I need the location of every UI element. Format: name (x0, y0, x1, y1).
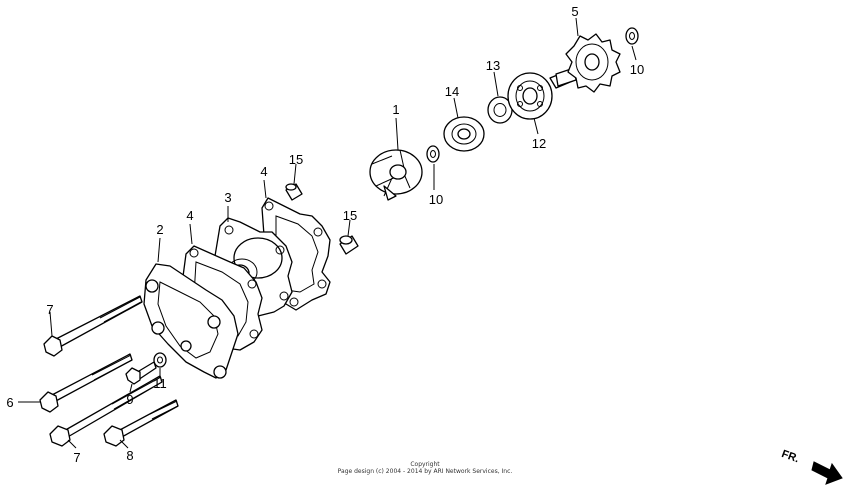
bearing-12 (507, 72, 553, 120)
callout-7-upper: 7 (46, 302, 53, 317)
dowel-pin-lower-15 (339, 235, 359, 255)
washer-11 (153, 352, 167, 368)
bolt-lower-7 (49, 375, 163, 447)
bearing-14 (443, 116, 485, 152)
callout-11: 11 (153, 376, 167, 391)
callout-labels: 1 2 3 4 4 5 6 7 7 8 9 10 10 11 12 13 14 … (6, 4, 644, 465)
bolt-9 (125, 361, 157, 385)
page-design-credit: Page design (c) 2004 - 2014 by ARI Netwo… (337, 468, 513, 475)
callout-8: 8 (126, 448, 133, 463)
callout-10-front: 10 (429, 192, 443, 207)
callout-7-lower: 7 (73, 450, 80, 465)
callout-12: 12 (532, 136, 546, 151)
seal-washer-10-rear (625, 27, 639, 45)
bolt-upper-7 (43, 295, 143, 357)
callout-15-lower: 15 (343, 208, 357, 223)
callout-4-rear: 4 (260, 164, 267, 179)
copyright-line: Copyright (410, 461, 440, 468)
leader-lines (18, 17, 637, 449)
pump-shaft-gear (549, 33, 621, 93)
callout-4-front: 4 (186, 208, 193, 223)
callout-3: 3 (224, 190, 231, 205)
callout-15-upper: 15 (289, 152, 303, 167)
callout-1: 1 (392, 102, 399, 117)
pump-cover (143, 263, 239, 379)
callout-2: 2 (156, 222, 163, 237)
impeller (369, 149, 423, 201)
front-direction-arrow (811, 461, 843, 485)
callout-13: 13 (486, 58, 500, 73)
callout-14: 14 (445, 84, 459, 99)
callout-6: 6 (6, 395, 13, 410)
callout-5: 5 (571, 4, 578, 19)
seal-washer-10-front (426, 145, 440, 163)
callout-9: 9 (126, 392, 133, 407)
bolt-6 (39, 353, 133, 413)
callout-10-rear: 10 (630, 62, 644, 77)
bolt-8 (103, 399, 179, 447)
dowel-pin-upper-15 (285, 183, 303, 201)
